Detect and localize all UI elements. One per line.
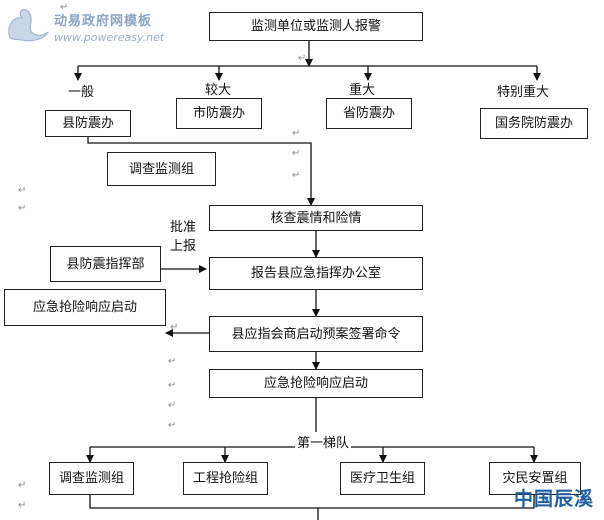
node-team-medical: 医疗卫生组 xyxy=(340,462,425,495)
paragraph-mark: ↵ xyxy=(292,128,301,139)
paragraph-mark: ↵ xyxy=(292,170,301,181)
paragraph-mark: ↵ xyxy=(18,480,27,491)
node-team-resettlement: 灾民安置组 xyxy=(489,462,581,495)
node-survey-group: 调查监测组 xyxy=(107,152,216,186)
paragraph-mark: ↵ xyxy=(168,380,177,391)
logo-title: 动易政府网模板 xyxy=(54,14,153,29)
logo-url: www.powereasy.net xyxy=(54,31,165,44)
node-emergency-start: 应急抢险响应启动 xyxy=(209,369,423,398)
node-emergency-start-left: 应急抢险响应启动 xyxy=(4,289,166,326)
node-state-office: 国务院防震办 xyxy=(480,108,588,139)
paragraph-mark: ↵ xyxy=(168,420,177,431)
paragraph-mark: ↵ xyxy=(18,500,27,511)
node-report: 报告县应急指挥办公室 xyxy=(209,257,423,290)
paragraph-mark: ↵ xyxy=(60,2,69,13)
node-team-survey: 调查监测组 xyxy=(49,462,134,495)
label-approve: 批准 xyxy=(170,220,197,235)
node-command-hq: 县防震指挥部 xyxy=(50,246,161,282)
watermark: 中国辰溪 xyxy=(513,488,594,510)
site-logo: 动易政府网模板 www.powereasy.net xyxy=(4,4,174,48)
label-echelon: 第一梯队 xyxy=(295,432,352,451)
connector-bottom-left xyxy=(89,495,318,509)
connector-bottom-right xyxy=(318,495,535,509)
node-county-office: 县防震办 xyxy=(45,110,131,137)
paragraph-mark: ↵ xyxy=(18,185,27,196)
node-city-office: 市防震办 xyxy=(176,98,262,129)
node-order: 县应指会商启动预案签署命令 xyxy=(209,316,423,352)
swan-logo-icon xyxy=(8,9,49,42)
node-alarm: 监测单位或监测人报警 xyxy=(209,12,423,41)
paragraph-mark: ↵ xyxy=(170,322,179,333)
label-major: 重大 xyxy=(349,83,376,98)
label-report-up: 上报 xyxy=(170,239,197,254)
paragraph-mark: ↵ xyxy=(292,148,301,159)
label-general: 一般 xyxy=(68,85,95,100)
paragraph-mark: ↵ xyxy=(298,53,307,64)
node-province-office: 省防震办 xyxy=(326,98,412,129)
node-team-engineering: 工程抢险组 xyxy=(183,462,268,495)
connector-county-to-verify xyxy=(87,137,315,206)
paragraph-mark: ↵ xyxy=(168,356,177,367)
paragraph-mark: ↵ xyxy=(18,203,27,214)
paragraph-mark: ↵ xyxy=(168,400,177,411)
label-larger: 较大 xyxy=(205,83,232,98)
node-verify: 核查震情和险情 xyxy=(209,205,423,231)
label-extra-major: 特别重大 xyxy=(497,85,550,100)
